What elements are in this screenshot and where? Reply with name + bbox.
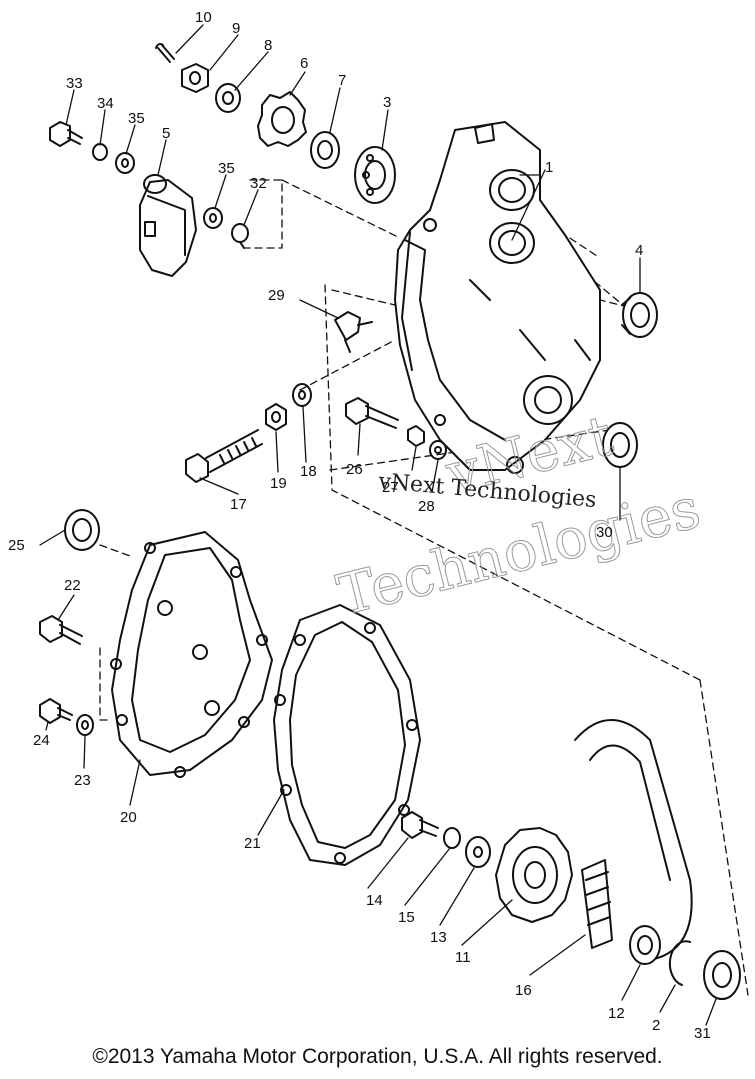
callout-6: 6 — [300, 55, 308, 72]
callout-27: 27 — [382, 479, 399, 496]
washer-part-13 — [465, 836, 491, 868]
oil-seal-part-30 — [602, 422, 638, 468]
bolt-part-17 — [185, 429, 263, 483]
grease-fitting-part-29 — [334, 311, 373, 353]
sprocket-part-11 — [495, 827, 573, 923]
nut-part-19 — [265, 403, 287, 431]
callout-12: 12 — [608, 1005, 625, 1022]
pin-part-32 — [231, 223, 249, 249]
callout-29: 29 — [268, 287, 285, 304]
bearing-part-25 — [64, 509, 100, 551]
washer-part-35-lower — [203, 207, 223, 229]
callout-33: 33 — [66, 75, 83, 92]
bolt-part-24 — [39, 698, 73, 724]
washer-part-28 — [429, 440, 447, 460]
callout-32: 32 — [250, 175, 267, 192]
callout-4: 4 — [635, 242, 643, 259]
callout-16: 16 — [515, 982, 532, 999]
callout-35-lower: 35 — [218, 160, 235, 177]
callout-2: 2 — [652, 1017, 660, 1034]
lock-washer-part-34 — [92, 143, 108, 161]
washer-part-8 — [215, 83, 241, 113]
callout-19: 19 — [270, 475, 287, 492]
washer-part-35-upper — [115, 152, 135, 174]
chain-case-housing — [394, 121, 601, 474]
nut-part-9 — [181, 63, 209, 93]
bearing-part-31 — [703, 950, 741, 1000]
callout-34: 34 — [97, 95, 114, 112]
callout-21: 21 — [244, 835, 261, 852]
bolt-part-14 — [401, 811, 439, 839]
callout-8: 8 — [264, 37, 272, 54]
circlip-part-2 — [668, 940, 691, 986]
bolt-part-22 — [39, 615, 83, 645]
callout-24: 24 — [33, 732, 50, 749]
collar-part-7 — [310, 131, 340, 169]
washer-part-18 — [292, 383, 312, 407]
callout-3: 3 — [383, 94, 391, 111]
washer-part-23 — [76, 714, 94, 736]
exploded-parts-diagram: vNext Technologies vNext Technologies 10… — [8, 9, 749, 1040]
callout-25: 25 — [8, 537, 25, 554]
callout-10: 10 — [195, 9, 212, 26]
callout-23: 23 — [74, 772, 91, 789]
drive-chain-part-16 — [574, 719, 693, 961]
washer-part-15 — [443, 827, 461, 849]
gasket-part-21 — [273, 604, 421, 866]
callout-31: 31 — [694, 1025, 711, 1040]
bearing-part-3 — [354, 146, 396, 204]
sprocket-part-6 — [257, 91, 307, 147]
callout-18: 18 — [300, 463, 317, 480]
callout-14: 14 — [366, 892, 383, 909]
cotter-pin-part-10 — [155, 43, 175, 63]
copyright-notice: ©2013 Yamaha Motor Corporation, U.S.A. A… — [92, 1045, 663, 1068]
bolt-part-26 — [345, 397, 399, 429]
callout-26: 26 — [346, 461, 363, 478]
bolt-part-33 — [49, 121, 83, 147]
chain-case-cover-part-20 — [110, 531, 273, 778]
spacer-part-12 — [629, 925, 661, 965]
callout-20: 20 — [120, 809, 137, 826]
oil-seal-part-4 — [621, 292, 658, 338]
callout-labels: 10 9 8 6 7 3 1 4 33 34 35 5 35 32 29 17 … — [8, 9, 711, 1040]
nut-part-27 — [407, 425, 425, 447]
callout-5: 5 — [162, 125, 170, 142]
chain-tensioner-part-5 — [139, 174, 197, 277]
callout-30: 30 — [596, 524, 613, 541]
callout-7: 7 — [338, 72, 346, 89]
callout-9: 9 — [232, 20, 240, 37]
callout-1: 1 — [545, 159, 553, 176]
callout-22: 22 — [64, 577, 81, 594]
watermark: vNext Technologies vNext Technologies — [331, 403, 707, 629]
callout-15: 15 — [398, 909, 415, 926]
callout-35-upper: 35 — [128, 110, 145, 127]
callout-11: 11 — [455, 949, 471, 966]
leader-lines — [39, 24, 717, 1026]
callout-13: 13 — [430, 929, 447, 946]
callout-17: 17 — [230, 496, 247, 513]
callout-28: 28 — [418, 498, 435, 515]
